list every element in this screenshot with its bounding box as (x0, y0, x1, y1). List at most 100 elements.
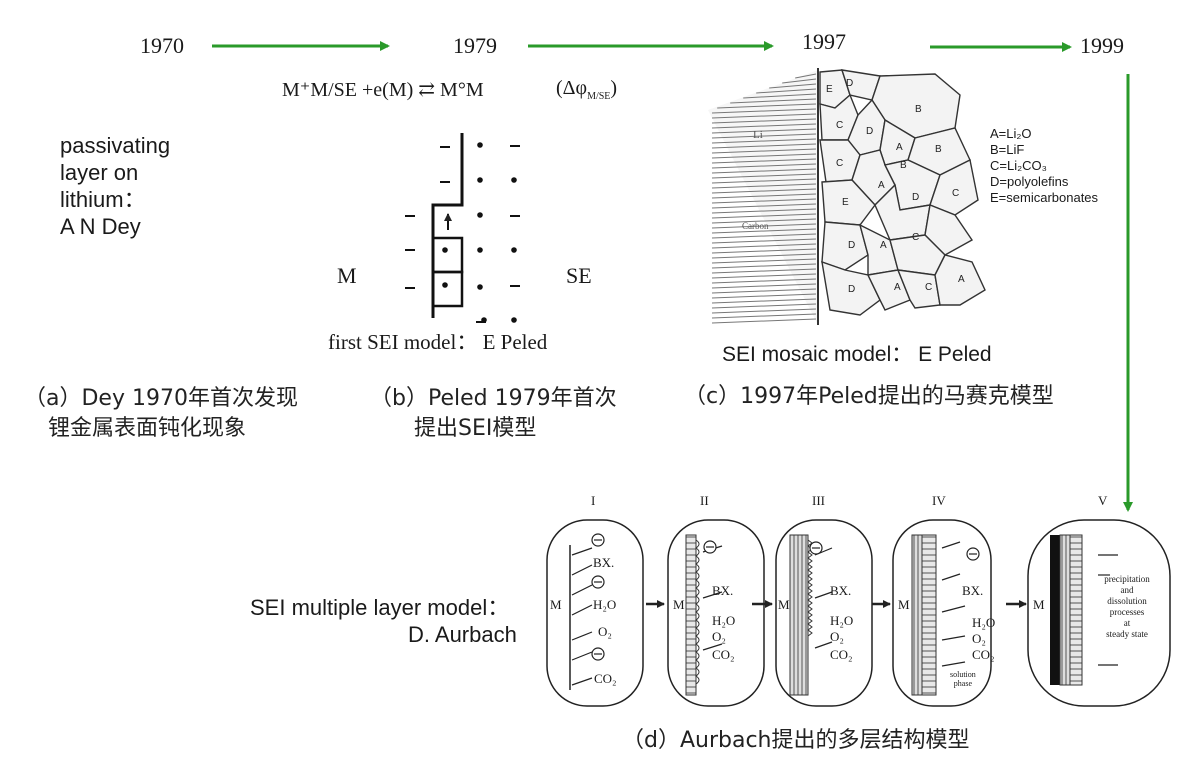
stage-iv-m-label: M (898, 597, 910, 612)
lithium-hatch-line (711, 308, 817, 314)
lithium-hatch-line (711, 278, 817, 284)
potential-close: ) (610, 77, 618, 99)
lithium-hatch-line (711, 313, 817, 319)
lithium-hatch-line (711, 193, 817, 199)
caption-c: （c）1997年Peled提出的马赛克模型 (684, 384, 1054, 409)
stage-iii-o2: O₂ (830, 629, 844, 644)
steady-line-3: dissolution (1107, 596, 1147, 606)
year-1979: 1979 (453, 33, 497, 58)
stage-label-v: V (1098, 493, 1108, 508)
lithium-hatch-line (711, 303, 817, 309)
caption-d: （d）Aurbach提出的多层结构模型 (622, 728, 970, 753)
stage-iii-h2o: H₂O (830, 613, 854, 628)
stage-iv-o2: O₂ (972, 631, 986, 646)
lithium-hatch-line (711, 178, 817, 184)
caption-b: （b）Peled 1979年首次 提出SEI模型 (370, 384, 617, 444)
legend-a: A=Li₂O (990, 126, 1032, 141)
stage-label-i: I (591, 493, 596, 508)
stage-ii-h2o: H₂O (712, 613, 736, 628)
caption-a-line-2: 锂金属表面钝化现象 (48, 416, 247, 441)
lithium-hatch-line (711, 208, 817, 214)
legend-d: D=polyolefins (990, 174, 1069, 189)
stage-ii-m-label: M (673, 597, 685, 612)
steady-line-5: at (1123, 618, 1131, 628)
stage-iv-solution-phase: solution phase (950, 670, 976, 688)
passivating-line-2: layer on (60, 160, 139, 185)
stage-ii-o2: O₂ (712, 629, 726, 644)
mosaic-lithium-hatch (708, 68, 819, 325)
caption-b-line-2: 提出SEI模型 (414, 416, 537, 441)
lithium-hatch-line (711, 128, 817, 134)
lithium-hatch-line (711, 268, 817, 274)
lithium-hatch-line (711, 168, 817, 174)
stage-v-m-label: M (1033, 597, 1045, 612)
mosaic-letter: D (848, 240, 855, 251)
mosaic-grains (819, 69, 986, 316)
mosaic-letter: E (826, 84, 833, 95)
lithium-hatch-line (711, 203, 817, 209)
lithium-hatch-line (711, 223, 817, 229)
mosaic-letter: A (894, 282, 901, 293)
stage-v-steady-state-text: precipitation and dissolution processes … (1092, 574, 1162, 640)
lithium-hatch-line (711, 108, 817, 114)
steady-line-2: and (1120, 585, 1134, 595)
lithium-hatch-line (711, 283, 817, 289)
lithium-hatch-line (795, 73, 817, 79)
stage-iv-bx: BX. (962, 583, 984, 598)
stage-i-m-label: M (550, 597, 562, 612)
passivating-line-3: lithium： (60, 187, 146, 212)
stage-label-iii: III (812, 493, 825, 508)
lithium-hatch-line (711, 318, 817, 324)
stage-i-o2: O₂ (598, 624, 612, 639)
legend-e: E=semicarbonates (990, 190, 1099, 205)
legend-c: C=Li₂CO₃ (990, 158, 1047, 173)
passivating-line-4: A N Dey (60, 214, 141, 239)
stage-iii-co2: CO₂ (830, 647, 853, 662)
aurbach-layer-models (546, 519, 1171, 707)
solution-word: solution (950, 670, 976, 679)
mosaic-letter: C (925, 282, 932, 293)
lithium-hatch-line (711, 188, 817, 194)
lithium-hatch-line (711, 238, 817, 244)
mosaic-letter: B (935, 144, 942, 155)
stage-ii-bx: BX. (712, 583, 734, 598)
stage-iii-m-label: M (778, 597, 790, 612)
lithium-hatch-line (711, 288, 817, 294)
passivating-layer-label: passivating layer on lithium： A N Dey (60, 132, 170, 240)
stage-i-co2: CO₂ (594, 671, 617, 686)
lithium-hatch-line (711, 228, 817, 234)
metal-label-m: M (337, 263, 357, 288)
lithium-hatch-line (711, 143, 817, 149)
potential-label: (ΔφM/SE) (556, 78, 617, 102)
lithium-hatch-line (711, 113, 817, 119)
lithium-hatch-line (711, 163, 817, 169)
stage-i-bx: BX. (593, 555, 615, 570)
peled-equation: M⁺M/SE +e(M) ⇄ M°M (282, 79, 484, 101)
mosaic-letter: B (915, 104, 922, 115)
stage-label-ii: II (700, 493, 709, 508)
multilayer-line-2: D. Aurbach (408, 622, 517, 647)
lithium-hatch-line (711, 293, 817, 299)
caption-b-line-1: （b）Peled 1979年首次 (370, 386, 617, 411)
lithium-hatch-line (711, 248, 817, 254)
lithium-hatch-line (730, 98, 817, 104)
legend-b: B=LiF (990, 142, 1025, 157)
peled-schematic (405, 133, 520, 323)
lithium-hatch-line (711, 158, 817, 164)
electrolyte-label-se: SE (566, 263, 592, 288)
lithium-hatch-line (711, 133, 817, 139)
mosaic-model-label: SEI mosaic model： E Peled (722, 343, 992, 366)
mosaic-letter: A (878, 180, 885, 191)
lithium-hatch-line (711, 258, 817, 264)
stage-iv-h2o: H₂O (972, 615, 996, 630)
lithium-hatch-line (711, 173, 817, 179)
steady-line-1: precipitation (1104, 574, 1150, 584)
mosaic-letter: E (842, 197, 849, 208)
stage-ii-co2: CO₂ (712, 647, 735, 662)
mosaic-letter: A (880, 240, 887, 251)
lithium-hatch-line (717, 103, 817, 109)
lithium-hatch-line (711, 233, 817, 239)
lithium-hatch-line (711, 298, 817, 304)
